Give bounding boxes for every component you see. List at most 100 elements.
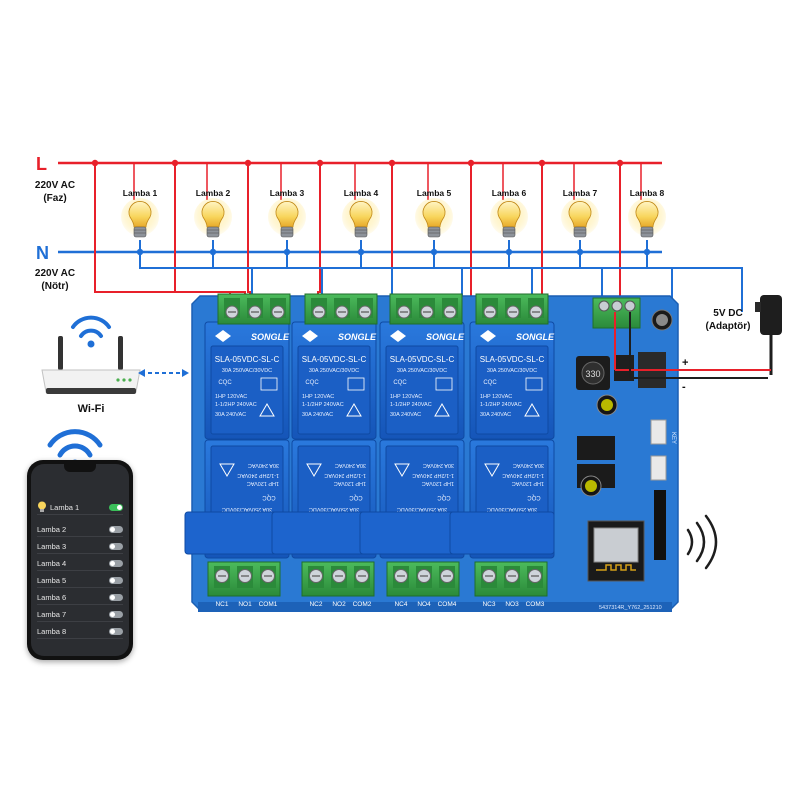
phone-lamp-label: Lamba 5 (37, 575, 67, 585)
power-sublabel: (Adaptör) (706, 321, 751, 332)
bulb-base (280, 226, 294, 238)
lamp-toggle-switch[interactable] (109, 542, 123, 550)
relay-rating: 30A 250VAC/30VDC (397, 368, 447, 374)
bulb-icon (201, 201, 225, 228)
lamp-1: Lamba 1 (121, 188, 159, 238)
relay-top-2: SONGLE SLA-05VDC-SL-C 30A 250VAC/30VDC CQC 1… (291, 321, 377, 440)
relay-cqc: CQC (218, 380, 232, 386)
relay-cqc: CQC (305, 380, 319, 386)
relay-rating: 30A 250VAC/30VDC (309, 368, 359, 374)
relay-brand: SONGLE (426, 332, 465, 342)
bulb-icon (635, 201, 659, 228)
terminal-label: NO4 (417, 601, 431, 608)
lamp-2: Lamba 2 (194, 188, 232, 238)
relay-brand: SONGLE (338, 332, 377, 342)
relay-rating: 1HP 120VAC (512, 480, 544, 486)
relay-model: SLA-05VDC-SL-C (215, 355, 280, 364)
phone-lamp-label: Lamba 1 (50, 502, 80, 512)
terminal-label: NC4 (394, 601, 407, 608)
phone-lamp-row-1: Lamba 1 (37, 500, 123, 515)
line-name: (Faz) (43, 193, 66, 204)
lamp-toggle-switch[interactable] (109, 525, 123, 533)
relay-cqc: CQC (349, 494, 363, 500)
relay-rating: 1HP 120VAC (480, 394, 512, 400)
terminal-label: COM3 (526, 601, 545, 608)
relay-cqc: CQC (527, 494, 541, 500)
relay-rating: 1-1/2HP 240VAC (302, 402, 344, 408)
phone-lamp-row-3: Lamba 3 (37, 539, 123, 554)
relay-model: SLA-05VDC-SL-C (480, 355, 545, 364)
relay-rating: 30A 240VAC (302, 412, 333, 418)
top-terminal-block-1 (217, 293, 291, 325)
module-wifi-signal-icon (686, 514, 718, 570)
router-link-arrow (138, 369, 189, 377)
phone-notch (64, 464, 96, 472)
relay-rating: 30A 250VAC/30VDC (397, 506, 447, 512)
lamp-label: Lamba 8 (630, 188, 665, 198)
bulb-base (206, 226, 220, 238)
phone-lamp-row-5: Lamba 5 (37, 573, 123, 588)
relay-rating: 1-1/2HP 240VAC (215, 402, 257, 408)
lamp-label: Lamba 3 (270, 188, 305, 198)
bulb-icon (275, 201, 299, 228)
phone-lamp-row-4: Lamba 4 (37, 556, 123, 571)
relay-model: SLA-05VDC-SL-C (390, 355, 455, 364)
terminal-label: NO2 (332, 601, 346, 608)
bulb-icon (568, 201, 592, 228)
power-terminal (592, 297, 641, 329)
lamp-5: Lamba 5 (415, 188, 453, 238)
lamp-7: Lamba 7 (561, 188, 599, 238)
line-voltage: 220V AC (35, 180, 75, 191)
terminal-label: NO3 (505, 601, 519, 608)
lamp-label: Lamba 6 (492, 188, 527, 198)
lamp-toggle-switch[interactable] (109, 559, 123, 567)
relay-rating: 1HP 120VAC (215, 394, 247, 400)
power-plus-sign: + (682, 357, 688, 369)
top-terminal-block-3 (389, 293, 463, 325)
lamp-toggle-switch[interactable] (109, 576, 123, 584)
top-terminal-block-2 (304, 293, 378, 325)
phone-lamp-row-7: Lamba 7 (37, 607, 123, 622)
phone-lamp-label: Lamba 3 (37, 541, 67, 551)
bulb-base (573, 226, 587, 238)
terminal-label: NC2 (309, 601, 322, 608)
bulb-base (427, 226, 441, 238)
bulb-icon (422, 201, 446, 228)
lamp-toggle-switch[interactable] (109, 593, 123, 601)
lamp-toggle-switch[interactable] (109, 503, 123, 511)
lamp-4: Lamba 4 (342, 188, 380, 238)
lamp-label: Lamba 2 (196, 188, 231, 198)
lamp-toggle-switch[interactable] (109, 610, 123, 618)
relay-rating: 1-1/2HP 240VAC (237, 472, 279, 478)
relay-rating: 1HP 120VAC (334, 480, 366, 486)
terminal-label: COM1 (259, 601, 278, 608)
relay-cqc: CQC (393, 380, 407, 386)
lamp-toggle-switch[interactable] (109, 627, 123, 635)
phone-lamp-label: Lamba 6 (37, 592, 67, 602)
lamp-label: Lamba 4 (344, 188, 379, 198)
power-adapter: 5V DC (Adaptör) (706, 295, 782, 375)
relay-rating: 1-1/2HP 240VAC (324, 472, 366, 478)
relay-rating: 30A 250VAC/30VDC (222, 506, 272, 512)
phone-lamp-label: Lamba 4 (37, 558, 67, 568)
phone-lamp-row-2: Lamba 2 (37, 522, 123, 537)
lamp-label: Lamba 7 (563, 188, 598, 198)
relay-rating: 30A 240VAC (480, 412, 511, 418)
relay-brand: SONGLE (516, 332, 555, 342)
terminal-label: NO1 (238, 601, 252, 608)
neutral-name: (Nötr) (41, 281, 68, 292)
phone-lamp-label: Lamba 2 (37, 524, 67, 534)
power-label: 5V DC (713, 308, 742, 319)
phone-lamp-label: Lamba 8 (37, 626, 67, 636)
top-terminal-block-4 (475, 293, 549, 325)
lamp-6: Lamba 6 (490, 188, 528, 238)
relay-rating: 1HP 120VAC (247, 480, 279, 486)
relay-rating: 1-1/2HP 240VAC (502, 472, 544, 478)
relay-model: SLA-05VDC-SL-C (302, 355, 367, 364)
